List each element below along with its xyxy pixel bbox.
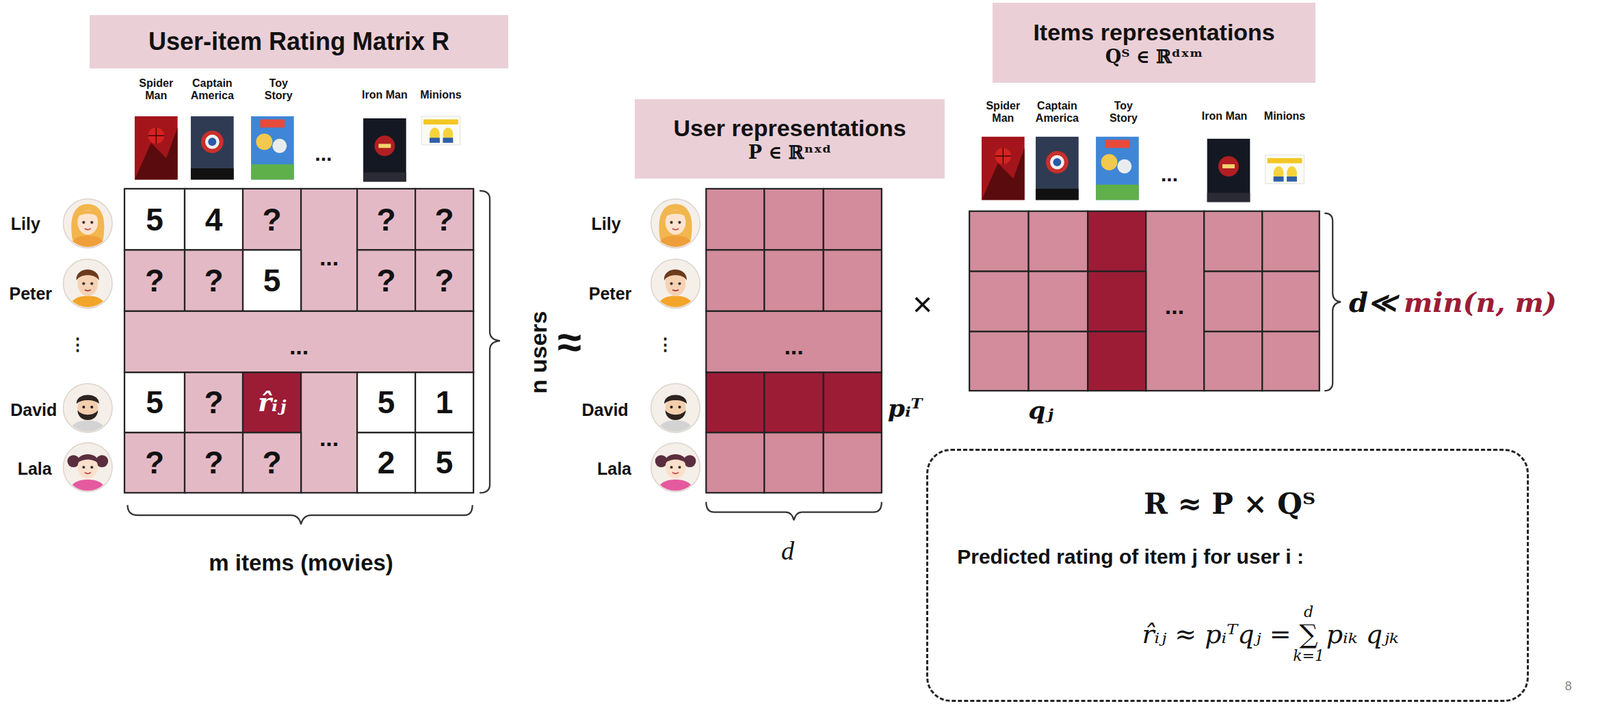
rating-cell: 5 xyxy=(145,385,164,421)
rating-cell: ? xyxy=(145,263,165,299)
formula-box: R ≈ P × Qᵀ Predicted rating of item j for… xyxy=(926,448,1529,702)
box-title: User representations xyxy=(673,114,906,142)
movie-title: Toy Story xyxy=(1109,99,1138,124)
user-name: Peter xyxy=(8,284,52,304)
movie-title: Captain America xyxy=(1035,99,1079,124)
movie-title: Spider Man xyxy=(985,99,1020,124)
ellipsis: ... xyxy=(319,245,339,271)
rating-cell: ? xyxy=(435,201,455,237)
rating-cell: 5 xyxy=(377,385,396,421)
operator: × xyxy=(912,285,933,323)
user-name: David xyxy=(10,400,57,421)
rating-cell: ? xyxy=(261,445,282,481)
dimension-label: d xyxy=(781,536,795,566)
movie-title: Captain America xyxy=(190,77,234,102)
rating-cell: ? xyxy=(203,385,224,421)
rating-cell: 5 xyxy=(145,201,164,237)
axis-label: m items (movies) xyxy=(208,550,394,576)
user-name: Lala xyxy=(597,459,632,479)
axis-label: n users xyxy=(526,310,552,394)
rating-cell: ? xyxy=(203,445,224,481)
user-name: ⋮ xyxy=(656,335,674,355)
header-box: Items representationsQᵀ ∈ ℝᵈˣᵐ xyxy=(992,2,1315,83)
ellipsis: ... xyxy=(783,333,804,360)
page-number: 8 xyxy=(1565,679,1572,694)
rating-cell: ? xyxy=(203,263,224,299)
sum-limit: k=1 xyxy=(1292,647,1325,665)
ellipsis: ... xyxy=(1164,293,1185,319)
rating-cell: ? xyxy=(376,201,397,237)
title-box: User-item Rating Matrix R xyxy=(89,15,509,69)
user-name: Lily xyxy=(591,214,622,234)
ellipsis: ... xyxy=(314,141,332,165)
equation: r̂ᵢⱼ ≈ pᵢᵀqⱼ = ∑ pᵢₖ qⱼₖ xyxy=(1141,619,1399,650)
user-name: Lily xyxy=(10,214,41,234)
user-name: David xyxy=(582,400,629,421)
movie-title: Minions xyxy=(420,88,462,102)
constraint: d≪ xyxy=(1348,287,1397,318)
rating-cell: 2 xyxy=(377,445,396,481)
sum-limit: d xyxy=(1303,604,1314,621)
movie-title: Spider Man xyxy=(138,77,174,102)
formula-caption: Predicted rating of item j for user i : xyxy=(956,545,1304,570)
rating-cell: ? xyxy=(435,263,455,299)
user-name: Lala xyxy=(17,459,52,479)
predicted-cell: r̂ᵢⱼ xyxy=(257,388,286,418)
operator: ≈ xyxy=(557,318,582,366)
movie-title: Iron Man xyxy=(1201,110,1248,123)
movie-title: Iron Man xyxy=(361,88,408,102)
rating-cell: 1 xyxy=(435,385,454,421)
box-title: User-item Rating Matrix R xyxy=(148,27,450,56)
user-name: Peter xyxy=(588,284,633,304)
vector-label: qⱼ xyxy=(1028,396,1053,425)
equation: R ≈ P × Qᵀ xyxy=(1143,487,1316,521)
movie-title: Toy Story xyxy=(264,77,293,102)
matrix-notation: P ∈ ℝⁿˣᵈ xyxy=(748,141,832,163)
rating-cell: ? xyxy=(376,263,397,299)
matrix-notation: Qᵀ ∈ ℝᵈˣᵐ xyxy=(1105,45,1204,68)
vector-label: pᵢᵀ xyxy=(887,394,923,423)
header-box: User representationsP ∈ ℝⁿˣᵈ xyxy=(634,99,945,179)
ellipsis: ... xyxy=(319,426,339,452)
movie-title: Minions xyxy=(1264,110,1306,123)
rating-cell: ? xyxy=(261,201,282,237)
ellipsis: ... xyxy=(1160,162,1178,185)
box-title: Items representations xyxy=(1032,19,1275,46)
constraint: min(n, m) xyxy=(1403,287,1557,318)
rating-cell: ? xyxy=(145,445,165,481)
rating-cell: 4 xyxy=(205,201,224,237)
user-name: ⋮ xyxy=(69,335,87,355)
rating-cell: 5 xyxy=(263,263,282,299)
ellipsis: ... xyxy=(289,333,309,360)
rating-cell: 5 xyxy=(435,445,454,481)
